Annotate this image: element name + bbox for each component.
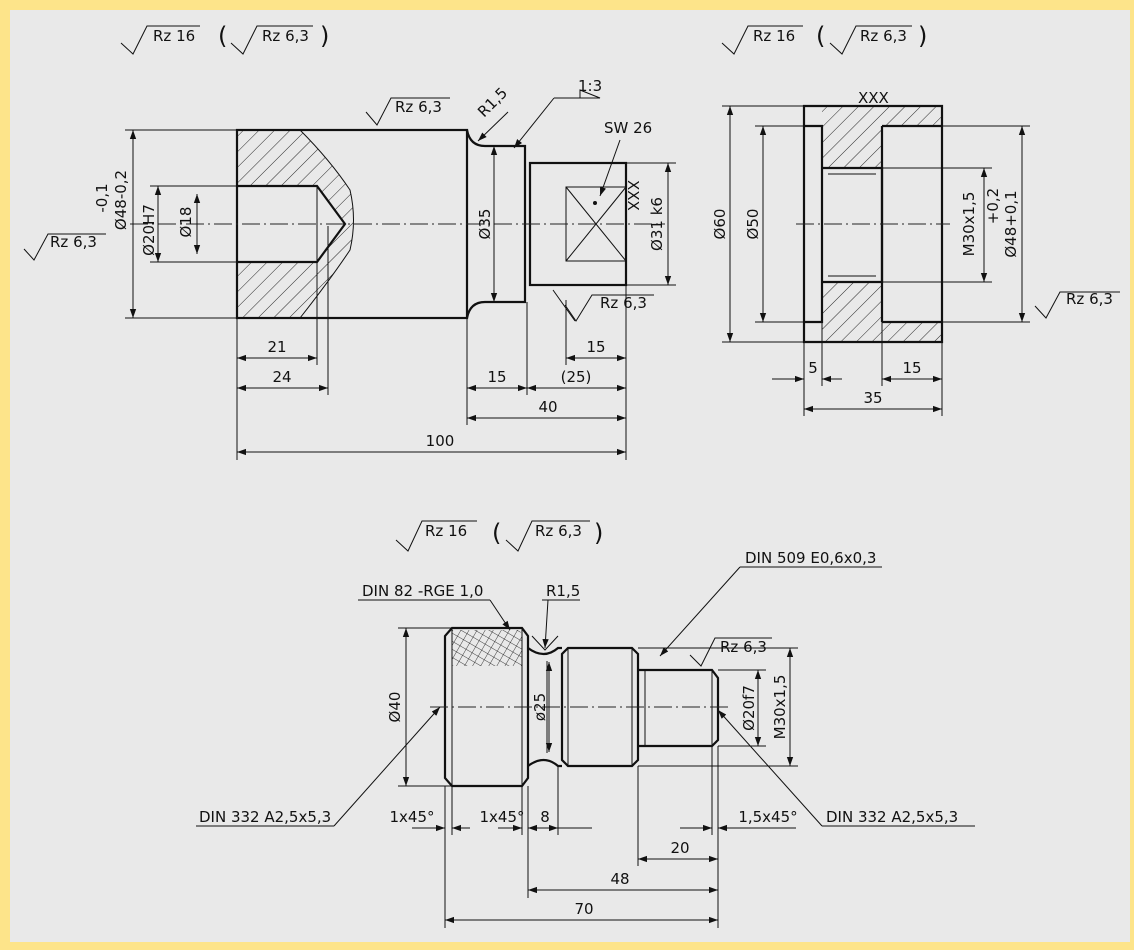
dim-8-label: 8 — [540, 808, 550, 826]
surface-value-left: Rz 6,3 — [50, 233, 97, 251]
break-line — [299, 129, 354, 319]
surface-value-right-bottom: Rz 6,3 — [720, 638, 767, 656]
chamfer-right-label: 1,5x45° — [738, 808, 797, 826]
dim-21-label: 21 — [267, 338, 286, 356]
radius-label-bottom: R1,5 — [546, 582, 580, 600]
surface-value-right: Rz 6,3 — [1066, 290, 1113, 308]
dim-20-label: 20 — [670, 839, 689, 857]
pin-outline — [638, 668, 720, 748]
dia-35-label: Ø35 — [476, 209, 494, 240]
surface-value-general-right: Rz 16 — [753, 27, 795, 45]
chamfer-left-label: 1x45° — [389, 808, 434, 826]
svg-text:(: ( — [218, 22, 227, 50]
thread-label-bottom: M30x1,5 — [771, 675, 789, 740]
dia-31-label: Ø31 k6 — [648, 197, 666, 251]
dim-5-label: 5 — [808, 359, 818, 377]
surface-symbol-left: Rz 6,3 — [23, 233, 106, 261]
chamfer-mid-label: 1x45° — [479, 808, 524, 826]
knurl-label: DIN 82 -RGE 1,0 — [362, 582, 483, 600]
dia-50-label: Ø50 — [744, 209, 762, 240]
svg-text:(: ( — [492, 519, 501, 547]
xxx-label-right: XXX — [858, 89, 889, 107]
surface-symbol-bracket-right: ( Rz 6,3 ) — [816, 22, 927, 55]
surface-symbol-general-bottom: Rz 16 — [395, 520, 477, 552]
paper-background — [10, 10, 1130, 942]
dim-24-label: 24 — [272, 368, 291, 386]
dim-15-label-right: 15 — [902, 359, 921, 377]
undercut-label: DIN 509 E0,6x0,3 — [745, 549, 876, 567]
surface-symbol-general: Rz 16 — [120, 25, 200, 55]
thread-label-right: M30x1,5 — [960, 192, 978, 257]
knurl-pattern — [452, 630, 522, 666]
tol-upper-label-right: +0,2 — [984, 188, 1002, 224]
dim-25-label: (25) — [561, 368, 592, 386]
dim-48-label: 48 — [610, 870, 629, 888]
svg-text:): ) — [594, 519, 603, 547]
surface-value-bracket-bottom: Rz 6,3 — [535, 522, 582, 540]
view-nut-sectioned: Rz 16 ( Rz 6,3 ) XXX Ø60 Ø50 M30 — [711, 22, 1120, 416]
surface-symbol-bracket: ( Rz 6,3 ) — [218, 22, 329, 55]
view-bolt: Rz 16 ( Rz 6,3 ) Ø40 ø25 — [196, 519, 975, 928]
dim-15a-label: 15 — [487, 368, 506, 386]
view-shaft-sectioned: Rz 16 ( Rz 6,3 ) -0,1 Ø48-0,2 — [23, 22, 676, 460]
dia-20-label: Ø20H7 — [140, 204, 158, 256]
dim-70-label: 70 — [574, 900, 593, 918]
surface-symbol-bracket-bottom: ( Rz 6,3 ) — [492, 519, 603, 552]
surface-value-bracket: Rz 6,3 — [262, 27, 309, 45]
dia-25-label: ø25 — [531, 693, 549, 721]
svg-text:): ) — [918, 22, 927, 50]
svg-text:(: ( — [816, 22, 825, 50]
dia-40-label: Ø40 — [386, 692, 404, 723]
surface-symbol-general-right: Rz 16 — [721, 25, 803, 55]
surface-value-top: Rz 6,3 — [395, 98, 442, 116]
wrench-label: SW 26 — [604, 119, 652, 137]
dim-15b-label: 15 — [586, 338, 605, 356]
surface-value-bottom: Rz 6,3 — [600, 294, 647, 312]
dia-20-label-bottom: Ø20f7 — [740, 685, 758, 731]
surface-symbol-top: Rz 6,3 — [365, 97, 450, 126]
dim-40-label: 40 — [538, 398, 557, 416]
dia-48-label-right: Ø48+0,1 — [1002, 190, 1020, 257]
bore-outline — [237, 184, 347, 264]
surface-symbol-right: Rz 6,3 — [1034, 290, 1120, 319]
dia-48-label: Ø48-0,2 — [112, 170, 130, 230]
surface-symbol-bottom: Rz 6,3 — [552, 289, 654, 322]
center-left-label: DIN 332 A2,5x5,3 — [199, 808, 331, 826]
dim-100-label: 100 — [426, 432, 455, 450]
dim-35-label: 35 — [863, 389, 882, 407]
dia-18-label: Ø18 — [177, 207, 195, 238]
center-right-label: DIN 332 A2,5x5,3 — [826, 808, 958, 826]
surface-value-general: Rz 16 — [153, 27, 195, 45]
taper-label: 1:3 — [578, 77, 602, 95]
dia-60-label: Ø60 — [711, 209, 729, 240]
surface-value-bracket-right: Rz 6,3 — [860, 27, 907, 45]
tol-upper-label: -0,1 — [93, 183, 111, 212]
surface-symbol-right-bottom: Rz 6,3 — [689, 637, 772, 667]
surface-value-general-bottom: Rz 16 — [425, 522, 467, 540]
svg-text:): ) — [320, 22, 329, 50]
xxx-label: XXX — [624, 180, 642, 211]
